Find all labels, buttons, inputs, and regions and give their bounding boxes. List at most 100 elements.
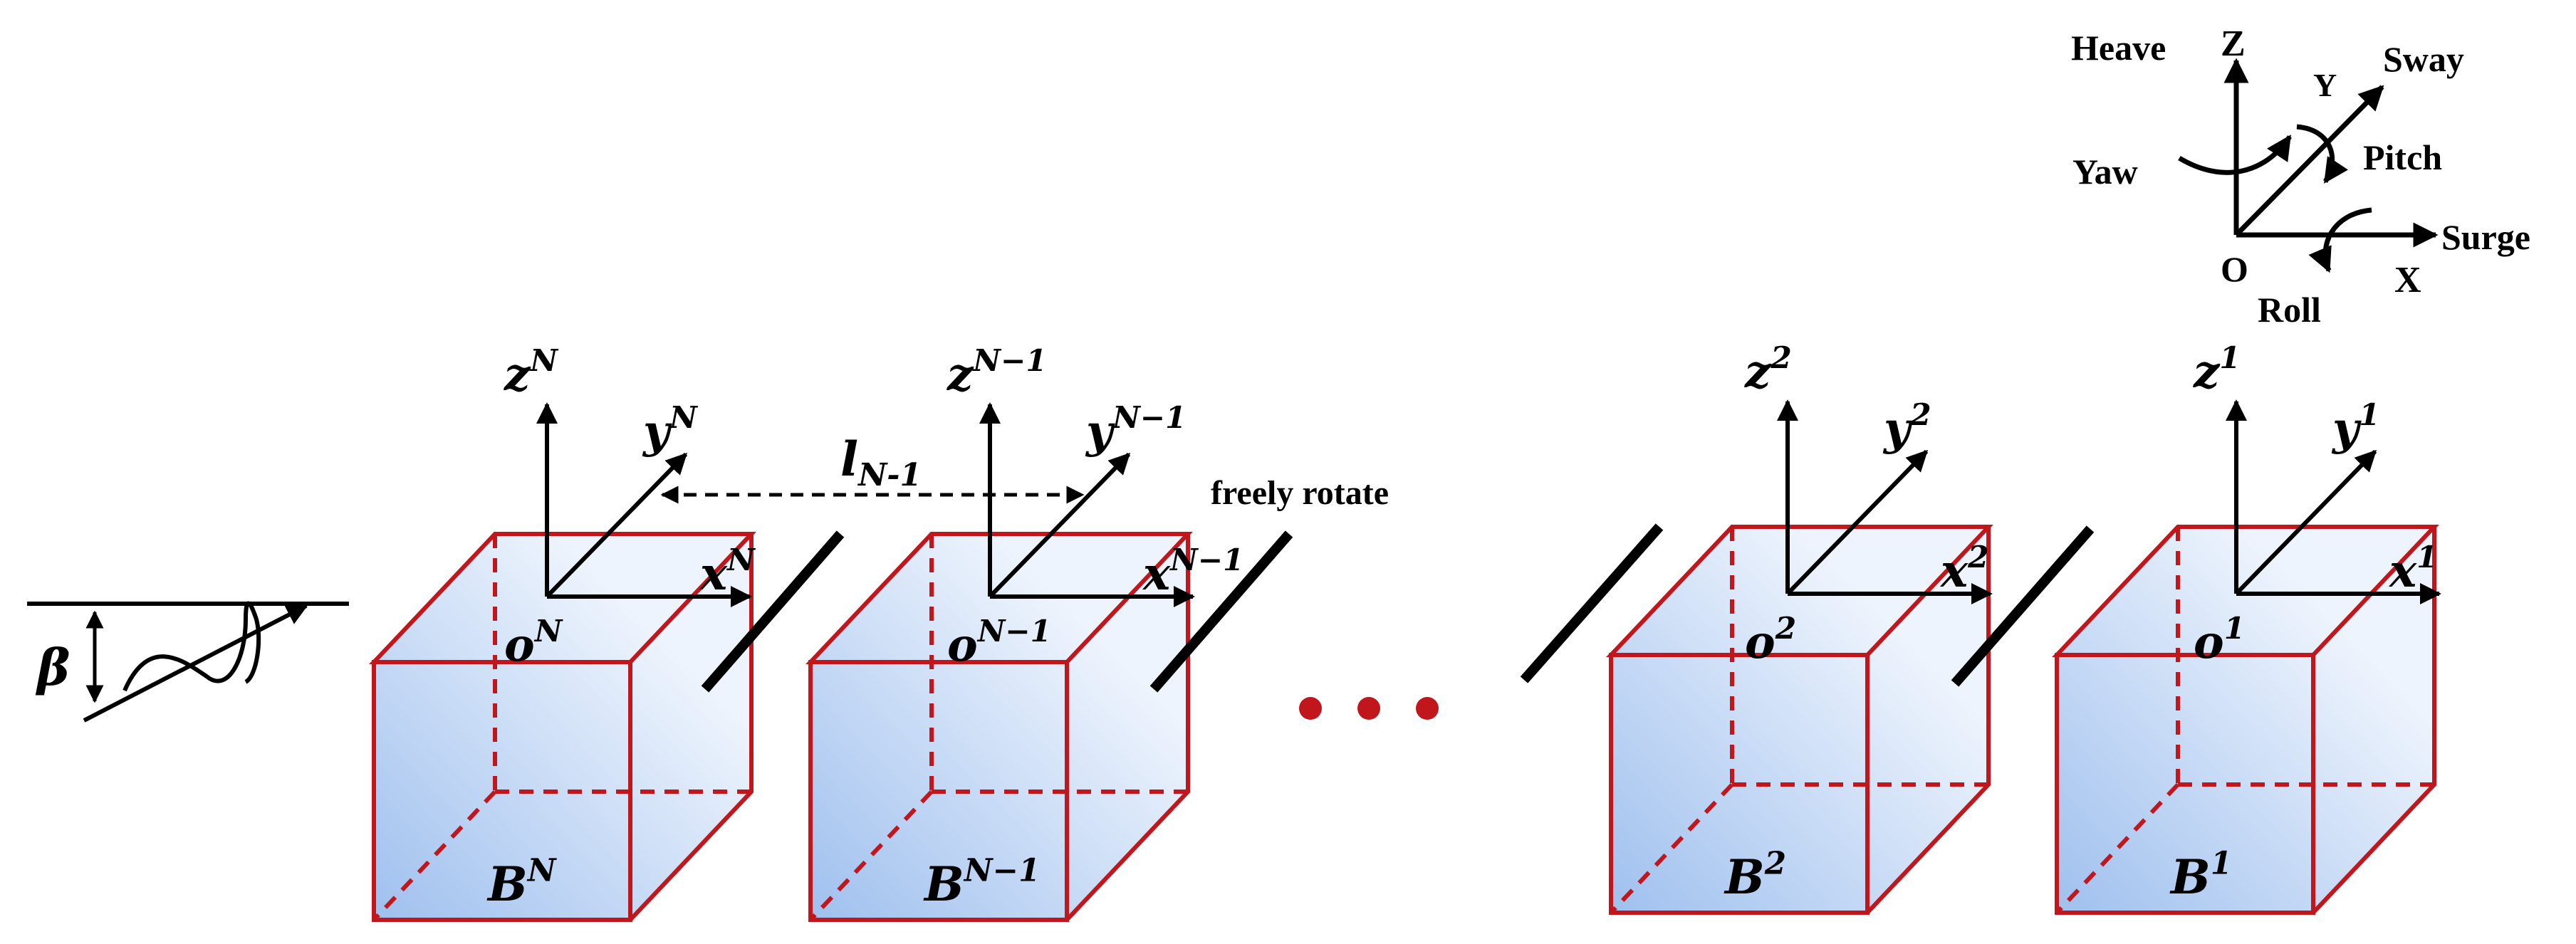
front-face	[808, 660, 1069, 922]
hinge-label: freely rotate	[1211, 474, 1389, 512]
y-axis-label-sup: 1	[2359, 397, 2379, 432]
dof-legend: Heave Z Y Sway Yaw Pitch Surge O X Roll	[2071, 23, 2530, 330]
yaw-label: Yaw	[2072, 152, 2138, 192]
wave-angle-label: β	[35, 638, 70, 697]
body-label-base: B	[2169, 849, 2211, 905]
y-axis-label-base: y	[1085, 405, 1115, 458]
hidden-edge	[2055, 782, 2180, 915]
x-axis-label: x2	[1939, 539, 1989, 598]
body-label-sup: N	[526, 852, 558, 888]
y-axis-arrow	[2234, 449, 2377, 596]
heave-label: Heave	[2071, 28, 2166, 68]
x-axis-label-base: x	[1939, 545, 1968, 598]
floating-bodies: zNyNxNoNBNzN−1yN−1xN−1oN−1BN−1z2y2x2o2B2…	[369, 340, 2441, 922]
front-face	[1609, 653, 1870, 915]
origin-label-sup: 2	[1775, 610, 1796, 646]
origin-label-base: o	[504, 619, 535, 672]
origin-label-sup: N−1	[976, 613, 1051, 649]
z-axis-label: zN−1	[947, 342, 1047, 402]
surge-label: Surge	[2441, 217, 2530, 257]
body-volume	[810, 534, 1188, 920]
wave-curve	[122, 601, 261, 692]
wave-direction-arrow	[83, 604, 308, 723]
origin-label: oN	[504, 613, 563, 672]
side-edge	[2311, 527, 2436, 915]
spacing-label: lN-1	[840, 431, 922, 493]
ellipsis-dot	[1357, 697, 1380, 720]
y-axis-label-sup: N	[668, 399, 698, 435]
pitch-rotation-arrow	[2296, 124, 2349, 184]
z-axis-label-base: z	[1744, 345, 1772, 399]
y-axis-label-base: y	[1882, 402, 1913, 456]
origin-label: o1	[2194, 610, 2245, 669]
hidden-edge	[372, 790, 497, 922]
body-volume	[2057, 527, 2434, 913]
axis-y-label: Y	[2313, 67, 2337, 103]
origin-label-sup: 1	[2224, 610, 2245, 646]
hinge-link	[1149, 530, 1293, 693]
hidden-edge	[1609, 782, 1734, 915]
roll-label: Roll	[2258, 290, 2321, 330]
body-label: BN	[486, 852, 558, 912]
origin-label-base: o	[1745, 616, 1775, 669]
y-axis-label: y2	[1882, 397, 1931, 456]
x-axis-label: xN−1	[1142, 542, 1244, 601]
z-axis-label-sup: 1	[2219, 340, 2240, 375]
body-volume	[1611, 527, 1988, 913]
x-axis-label: x1	[2388, 539, 2438, 598]
x-axis-label-base: x	[1142, 547, 1171, 601]
yaw-rotation-arrow	[2178, 135, 2292, 175]
body-N-1: zN−1yN−1xN−1oN−1BN−1	[805, 342, 1244, 922]
y-axis-label-base: y	[2331, 402, 2362, 456]
axis-o-label: O	[2221, 249, 2248, 289]
spacing-indicator: lN-1	[660, 431, 1085, 504]
x-axis-label-sup: N	[726, 542, 756, 577]
side-edge	[1865, 527, 1991, 915]
y-axis-label: yN	[642, 399, 698, 458]
origin-label: o2	[1745, 610, 1796, 669]
dof-axis-y	[2234, 85, 2384, 237]
side-edge	[628, 534, 753, 922]
axis-x-label: X	[2394, 260, 2421, 300]
hinge-link	[1520, 523, 1664, 683]
hidden-edge	[808, 790, 934, 922]
side-edge	[1065, 534, 1190, 922]
origin-label-sup: N	[533, 613, 563, 649]
origin-label-base: o	[947, 619, 978, 672]
origin-label-base: o	[2194, 616, 2224, 669]
y-axis-arrow	[988, 452, 1131, 599]
sway-label: Sway	[2383, 39, 2464, 79]
x-axis-label: xN	[699, 542, 756, 601]
ellipsis-dot	[1299, 697, 1322, 720]
axis-z-label: Z	[2221, 23, 2246, 64]
z-axis-label-sup: N−1	[971, 342, 1046, 378]
wave-incidence-symbol: β	[27, 601, 349, 723]
z-axis-label: z2	[1744, 340, 1792, 399]
body-volume	[374, 534, 751, 920]
body-label: B1	[2169, 845, 2232, 905]
x-axis-label-sup: 1	[2416, 539, 2437, 575]
body-label-sup: N−1	[963, 852, 1041, 888]
z-axis-label: z1	[2193, 340, 2241, 399]
body-label-base: B	[486, 856, 528, 912]
roll-rotation-arrow	[2308, 207, 2372, 273]
origin-label: oN−1	[947, 613, 1051, 672]
hinge-link	[701, 530, 845, 693]
x-axis-label-sup: N−1	[1169, 542, 1243, 577]
spacing-label-base: l	[840, 431, 858, 487]
x-axis-label-base: x	[699, 547, 728, 601]
body-label-sup: 2	[1764, 845, 1786, 881]
x-axis-label-base: x	[2388, 545, 2417, 598]
pitch-label: Pitch	[2363, 137, 2442, 177]
y-axis-label: y1	[2331, 397, 2380, 456]
hinge-connectors: freely rotate	[701, 474, 2095, 693]
front-face	[2055, 653, 2315, 915]
y-axis-label-sup: 2	[1909, 397, 1931, 432]
x-axis-label-sup: 2	[1967, 539, 1988, 575]
z-axis-label-sup: N	[528, 342, 558, 378]
y-axis-label-sup: N−1	[1111, 399, 1186, 435]
